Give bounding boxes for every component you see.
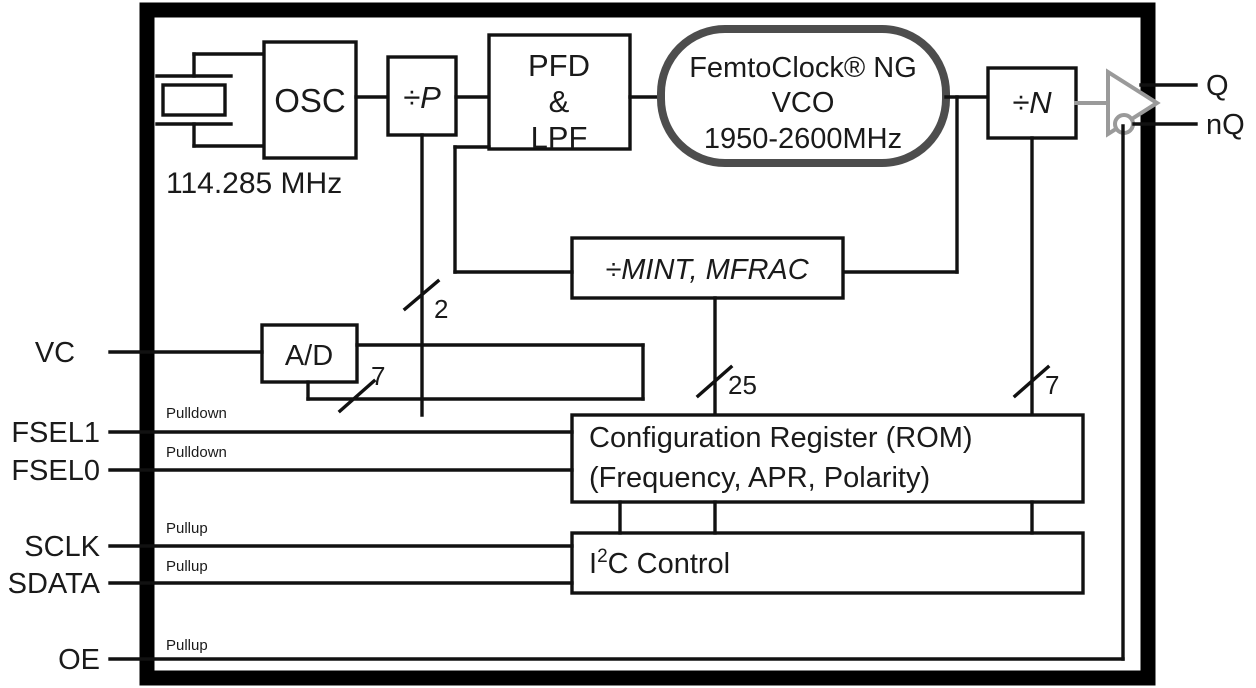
crystal-symbol: [155, 52, 266, 148]
wire-config-to-i2c: [618, 500, 1034, 535]
pin-note-sclk: Pullup: [166, 520, 208, 537]
wire-vco-to-divn: [841, 95, 990, 274]
i2c-superscript: 2: [597, 546, 608, 567]
bus-width-label-2: 2: [434, 294, 448, 324]
pin-note-fsel0: Pulldown: [166, 444, 227, 461]
config-register-label-line2: (Frequency, APR, Polarity): [589, 462, 930, 494]
div-n-label: ÷N: [1012, 85, 1052, 120]
device-boundary-frame: [139, 2, 1156, 686]
vco-label: VCO: [772, 87, 835, 119]
a-to-d-block: A/D: [260, 323, 359, 384]
pfd-ampersand: &: [549, 84, 570, 119]
bus-config-to-divn: [1012, 136, 1051, 417]
feedback-divider-label: ÷MINT, MFRAC: [605, 254, 809, 286]
div-p-block: ÷P: [386, 55, 458, 137]
config-register-block: Configuration Register (ROM) (Frequency,…: [570, 413, 1085, 504]
vco-block: FemtoClock® NG VCO 1950-2600MHz: [657, 25, 950, 167]
osc-block: OSC: [262, 40, 358, 160]
pin-label-fsel0: FSEL0: [11, 455, 100, 487]
bus-width-label-25: 25: [728, 370, 757, 400]
pin-note-sdata: Pullup: [166, 558, 208, 575]
pin-label-sclk: SCLK: [24, 531, 100, 563]
wire-outputs-q-nq: [1132, 83, 1198, 126]
bus-width-label-7-divn: 7: [1045, 370, 1059, 400]
div-n-block: ÷N: [986, 66, 1078, 140]
pin-label-fsel1: FSEL1: [11, 417, 100, 449]
i2c-control-block: I2C Control: [570, 531, 1085, 595]
pfd-label: PFD: [528, 48, 590, 83]
crystal-frequency-label: 114.285 MHz: [166, 167, 342, 200]
bus-adc-to-config: [306, 343, 645, 414]
wire-feedback-to-pfd: [453, 145, 574, 274]
pin-label-sdata: SDATA: [8, 568, 101, 600]
pfd-lpf-block: PFD & LPF: [487, 33, 632, 155]
div-p-label: ÷P: [403, 80, 441, 115]
osc-block-label: OSC: [274, 82, 346, 119]
config-register-label-line1: Configuration Register (ROM): [589, 422, 973, 454]
pin-label-q: Q: [1206, 70, 1229, 102]
bus-config-to-divp: [402, 133, 441, 417]
pin-note-oe: Pullup: [166, 637, 208, 654]
bus-config-to-feedback: [695, 296, 734, 417]
vco-family-label: FemtoClock® NG: [689, 52, 917, 84]
bus-width-label-7-adc: 7: [371, 361, 385, 391]
lpf-label: LPF: [531, 120, 588, 155]
vco-range-label: 1950-2600MHz: [704, 123, 902, 155]
feedback-divider-block: ÷MINT, MFRAC: [570, 236, 845, 300]
pin-label-oe: OE: [58, 644, 100, 676]
i2c-control-label: I2C Control: [589, 546, 730, 580]
a-to-d-label: A/D: [285, 340, 333, 372]
i2c-prefix: I: [589, 548, 597, 580]
wire-oe: [108, 124, 1125, 661]
pin-note-fsel1: Pulldown: [166, 405, 227, 422]
i2c-suffix: C Control: [608, 548, 731, 580]
pin-label-nq: nQ: [1206, 109, 1245, 141]
pin-label-vc: VC: [35, 337, 75, 369]
